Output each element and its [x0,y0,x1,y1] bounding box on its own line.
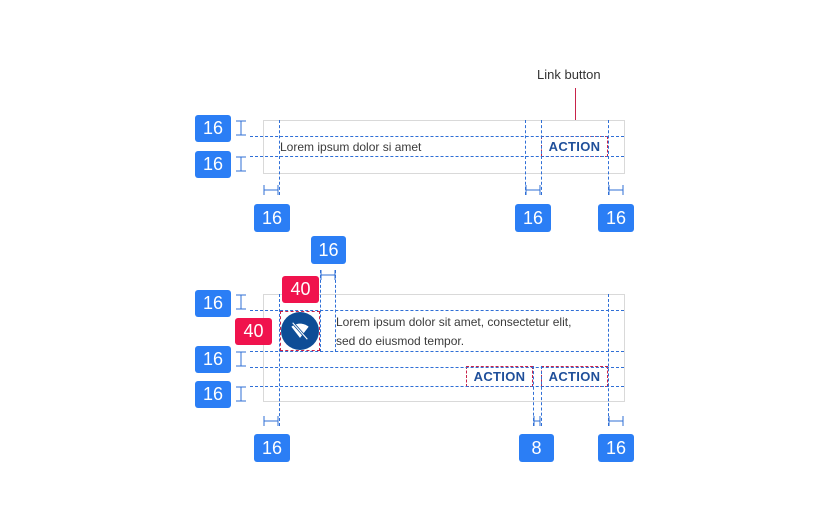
card2-spacing-top-badge: 16 [195,290,231,317]
card2-guide-2 [250,351,624,352]
card-multi-line [263,294,625,402]
avatar-bounds [280,311,320,351]
card2-guide-4 [250,386,624,387]
card2-spacing-middle-badge: 16 [195,346,231,373]
callout-line [575,88,576,136]
card1-spacing-right-badge: 16 [598,204,634,232]
card2-guide-1 [250,310,624,311]
card2-spacing-right-badge: 16 [598,434,634,462]
card1-spacing-top-badge: 16 [195,115,231,142]
card2-guide-gap-a [533,366,534,426]
avatar [281,312,319,350]
card2-guide-left [279,294,280,426]
card1-guide-top [250,136,624,137]
card2-guide-gap-b [541,366,542,426]
card2-avatar-width-badge: 40 [235,318,272,345]
card2-avatar-height-badge: 40 [282,276,319,303]
card1-spacing-left-badge: 16 [254,204,290,232]
card2-guide-icon-right [320,270,321,352]
card1-text: Lorem ipsum dolor si amet [280,140,422,154]
card1-guide-bottom [250,156,624,157]
callout-label: Link button [537,67,601,82]
card2-guide-text-left [335,270,336,352]
card2-text-line1: Lorem ipsum dolor sit amet, consectetur … [336,315,572,329]
card2-text-line2: sed do eiusmod tempor. [336,334,465,348]
wifi-off-icon [291,321,309,341]
card2-icon-gap-badge: 16 [311,236,346,264]
card1-guide-left [279,120,280,195]
card1-spacing-bottom-badge: 16 [195,151,231,178]
card2-actions-gap-badge: 8 [519,434,554,462]
card1-guide-right [608,120,609,195]
card2-spacing-left-badge: 16 [254,434,290,462]
card2-guide-3 [250,367,624,368]
card1-guide-gap-a [525,120,526,195]
card1-guide-gap-b [541,120,542,195]
card-single-line [263,120,625,174]
card2-guide-right [608,294,609,426]
card1-spacing-gap-badge: 16 [515,204,551,232]
card2-spacing-bottom-badge: 16 [195,381,231,408]
